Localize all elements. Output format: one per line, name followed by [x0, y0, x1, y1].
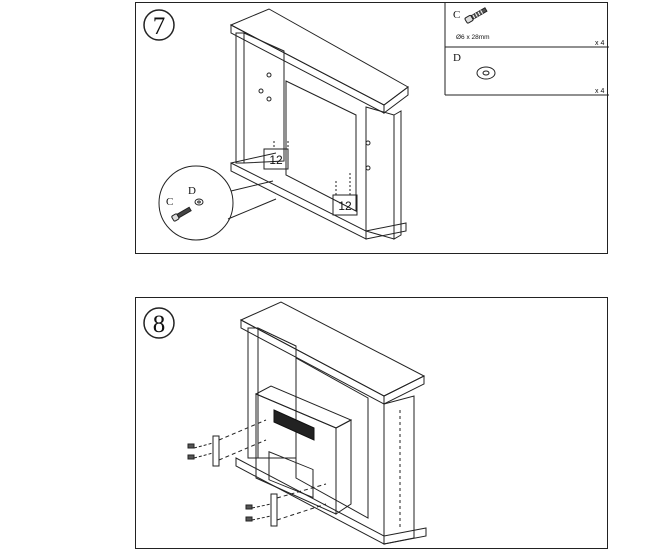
bracket-left-label: 12	[269, 153, 283, 167]
screw-part-letter: C	[453, 9, 460, 21]
screw-icon	[464, 7, 488, 24]
screw-icon	[187, 443, 195, 460]
step-8-illustration: 8	[143, 301, 427, 545]
bracket-right-label: 12	[338, 199, 352, 213]
step-8-badge: 8	[143, 307, 175, 339]
screw-icon	[245, 504, 253, 522]
step-7-illustration: 7 C Ø6 x 28mm x 4 D	[143, 3, 609, 241]
washer-quantity: x 4	[595, 88, 604, 95]
screw-quantity: x 4	[595, 40, 604, 47]
step-7-badge: 7	[143, 9, 175, 41]
washer-part-letter: D	[453, 52, 461, 64]
washer-icon	[476, 66, 496, 80]
step-8-number: 8	[153, 311, 166, 338]
vent-grille	[273, 409, 315, 441]
fireplace-frame-step8	[235, 301, 427, 545]
detail-screw-label: C	[166, 196, 173, 208]
screw-size-label: Ø6 x 28mm	[456, 34, 490, 41]
bracket-12-right: 12	[332, 173, 358, 216]
fireplace-frame-step7	[229, 8, 409, 240]
step-8-panel: 8	[135, 297, 608, 549]
detail-washer-label: D	[188, 185, 196, 197]
detail-washer-icon	[194, 198, 204, 206]
step-7-panel: 7 C Ø6 x 28mm x 4 D	[135, 2, 609, 254]
bracket-12-left: 12	[263, 141, 289, 170]
step-7-number: 7	[153, 13, 166, 40]
detail-callout: C D	[158, 165, 277, 241]
parts-box	[444, 3, 609, 96]
fire-insert	[254, 385, 353, 515]
mounting-bracket-lower	[245, 483, 327, 527]
detail-screw-icon	[171, 206, 192, 222]
mounting-bracket-upper	[187, 419, 267, 467]
